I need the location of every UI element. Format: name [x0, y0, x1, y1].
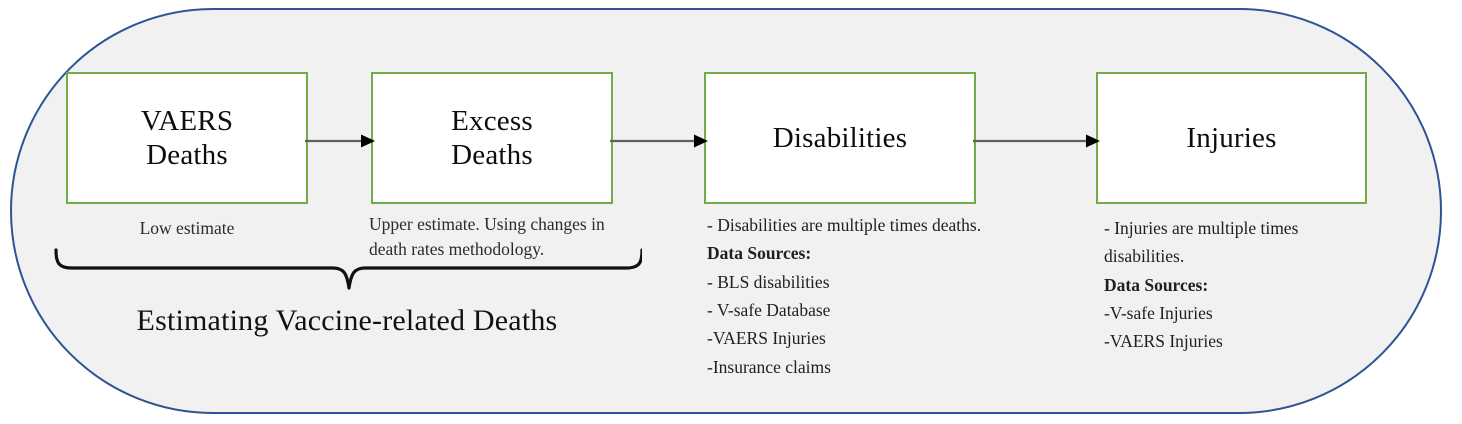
curly-brace-icon: [52, 248, 642, 306]
detail-list-disabilities: - Disabilities are multiple times deaths…: [707, 211, 992, 381]
detail-line: - Injuries are multiple times disabiliti…: [1104, 218, 1299, 267]
box-label-line1: VAERS: [140, 104, 234, 137]
box-label-injuries: Injuries: [1186, 121, 1277, 154]
detail-line: -VAERS Injuries: [707, 328, 826, 349]
detail-line: - Disabilities are multiple times deaths…: [707, 215, 982, 235]
detail-line: -V-safe Injuries: [1104, 303, 1213, 324]
box-label-line2: Deaths: [146, 139, 228, 171]
detail-line: -Insurance claims: [707, 356, 831, 377]
brace-caption-estimating-vaccine-related-deaths: Estimating Vaccine-related Deaths: [136, 304, 558, 337]
caption-low-estimate: Low estimate: [139, 218, 235, 238]
detail-line-data-sources: Data Sources:: [1104, 274, 1209, 295]
process-box-disabilities[interactable]: Disabilities: [704, 72, 976, 204]
process-box-injuries[interactable]: Injuries: [1096, 72, 1367, 204]
box-label-disabilities: Disabilities: [772, 121, 908, 154]
caption-upper-estimate-line2: death rates methodology.: [369, 238, 545, 259]
box-label-line1: Excess: [451, 104, 533, 137]
detail-line-data-sources: Data Sources:: [707, 243, 812, 264]
detail-list-injuries: - Injuries are multiple times disabiliti…: [1104, 214, 1374, 356]
detail-line: - V-safe Database: [707, 300, 831, 321]
arrow-disabilities-to-injuries: [973, 133, 1100, 149]
caption-upper-estimate: Upper estimate. Using changes in death r…: [369, 212, 659, 262]
arrow-excess-to-disabilities: [610, 133, 708, 149]
box-label-line2: Deaths: [451, 139, 533, 171]
detail-line: - BLS disabilities: [707, 271, 830, 292]
detail-line: -VAERS Injuries: [1104, 331, 1223, 352]
caption-upper-estimate-line1: Upper estimate. Using changes in: [369, 214, 605, 234]
arrow-vaers-to-excess: [305, 133, 375, 149]
